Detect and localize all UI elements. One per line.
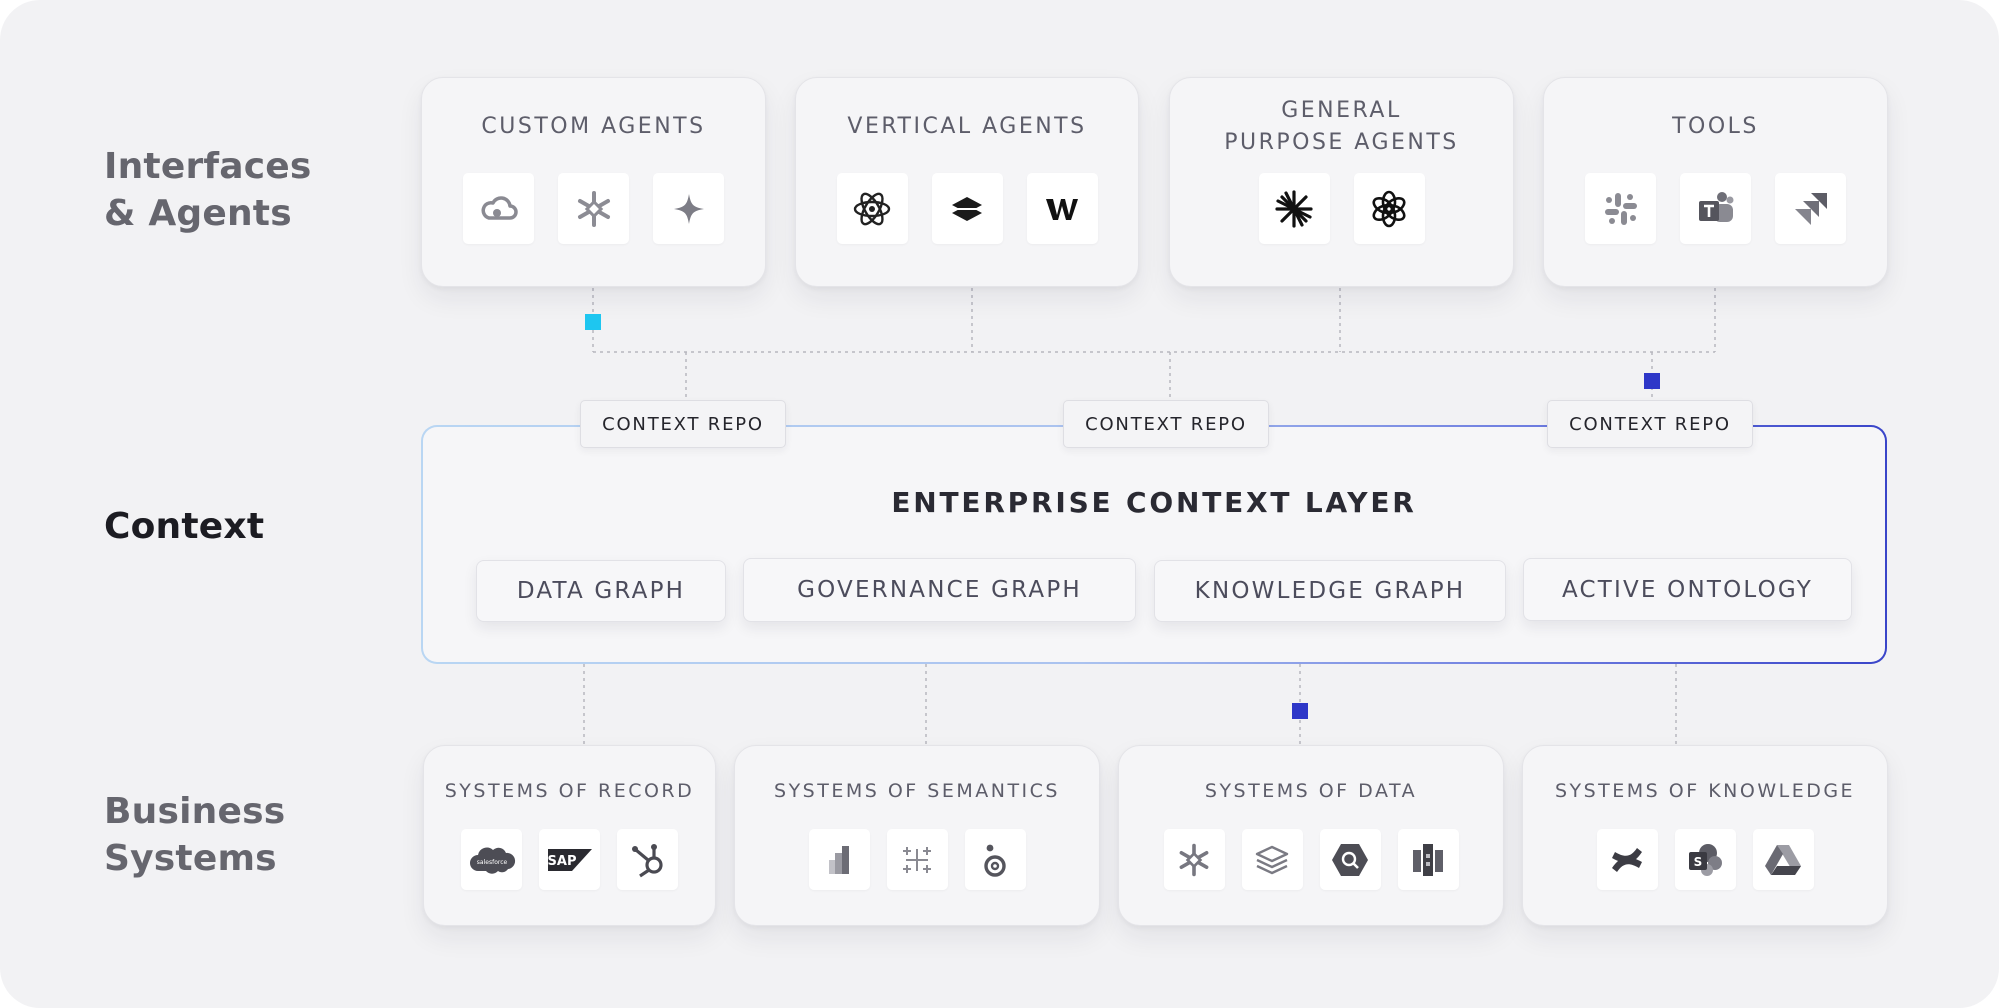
status-marker-blue <box>1644 373 1660 389</box>
context-repo-3: CONTEXT REPO <box>1547 400 1753 448</box>
google-drive-icon <box>1752 829 1814 890</box>
enterprise-context-layer <box>421 425 1887 664</box>
hubspot-icon <box>617 829 678 890</box>
svg-text:S: S <box>1694 855 1703 869</box>
atom-icon <box>836 173 908 244</box>
snowflake-icon <box>558 173 629 244</box>
card-title: GENERAL PURPOSE AGENTS <box>1224 98 1459 155</box>
card-title: TOOLS <box>1672 114 1759 139</box>
snowflake-icon <box>1163 829 1225 890</box>
card-systems-of-data: SYSTEMS OF DATA <box>1118 745 1504 926</box>
openai-icon <box>1353 173 1425 244</box>
sap-icon: SAP <box>539 829 600 890</box>
governance-graph-pill: GOVERNANCE GRAPH <box>743 558 1136 622</box>
status-marker-cyan <box>585 314 601 330</box>
bigquery-icon <box>1319 829 1381 890</box>
knowledge-graph-pill: KNOWLEDGE GRAPH <box>1154 560 1506 622</box>
card-title: SYSTEMS OF KNOWLEDGE <box>1554 780 1856 802</box>
slack-icon <box>1585 173 1656 244</box>
confluence-icon <box>1596 829 1658 890</box>
card-title: SYSTEMS OF SEMANTICS <box>774 780 1060 802</box>
svg-text:salesforce: salesforce <box>476 859 507 866</box>
redshift-icon <box>1397 829 1459 890</box>
data-graph-pill: DATA GRAPH <box>476 560 726 622</box>
layers-icon <box>1241 829 1303 890</box>
card-vertical-agents: VERTICAL AGENTS <box>795 77 1139 287</box>
stack-logo-icon <box>931 173 1003 244</box>
context-repo-1: CONTEXT REPO <box>580 400 786 448</box>
card-systems-of-semantics: SYSTEMS OF SEMANTICS <box>734 745 1100 926</box>
card-title: SYSTEMS OF DATA <box>1204 780 1418 802</box>
card-systems-of-record: SYSTEMS OF RECORD salesforce SAP <box>423 745 716 926</box>
active-ontology-pill: ACTIVE ONTOLOGY <box>1523 558 1852 621</box>
card-tools: TOOLS <box>1543 77 1888 287</box>
sparkle-icon <box>653 173 724 244</box>
card-title: CUSTOM AGENTS <box>481 114 706 139</box>
cloud-icon <box>463 173 534 244</box>
salesforce-icon: salesforce <box>461 829 522 890</box>
layer-label-interfaces: Interfaces & Agents <box>104 146 312 234</box>
card-custom-agents: CUSTOM AGENTS <box>421 77 766 287</box>
card-general-purpose-agents: GENERAL PURPOSE AGENTS <box>1169 77 1514 287</box>
starburst-icon <box>1258 173 1330 244</box>
bar-chart-icon <box>808 829 870 890</box>
context-repo-2: CONTEXT REPO <box>1063 400 1269 448</box>
layer-label-business: Business Systems <box>104 791 286 879</box>
card-systems-of-knowledge: SYSTEMS OF KNOWLEDGE S <box>1522 745 1888 926</box>
status-marker-blue <box>1292 703 1308 719</box>
teams-icon <box>1680 173 1751 244</box>
svg-text:SAP: SAP <box>547 854 576 869</box>
card-title: VERTICAL AGENTS <box>847 114 1087 139</box>
sharepoint-icon: S <box>1674 829 1736 890</box>
context-layer-title: ENTERPRISE CONTEXT LAYER <box>891 486 1417 519</box>
jira-icon <box>1775 173 1846 244</box>
layer-label-context: Context <box>104 506 265 547</box>
card-title: SYSTEMS OF RECORD <box>444 780 695 802</box>
tableau-icon <box>886 829 948 890</box>
w-logo-icon <box>1026 173 1098 244</box>
looker-icon <box>964 829 1026 890</box>
